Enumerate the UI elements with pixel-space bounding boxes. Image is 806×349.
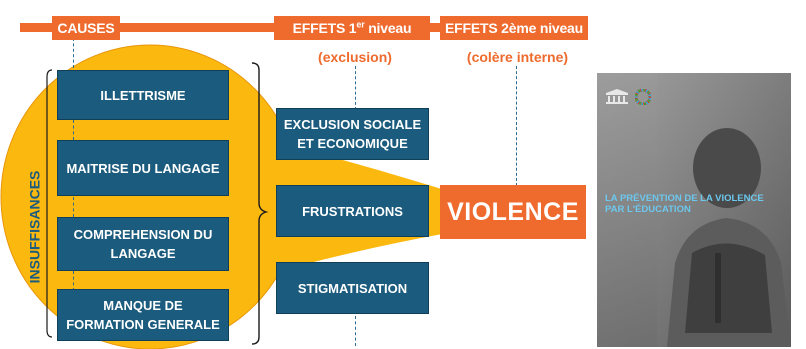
effets1-guide-line	[355, 66, 356, 110]
effect-stigmatisation: STIGMATISATION	[276, 262, 429, 314]
cause-illettrisme: ILLETTRISME	[57, 70, 229, 120]
causes-guide-mid2	[73, 197, 74, 217]
brace-right	[251, 62, 269, 345]
causes-guide-mid3	[73, 271, 74, 291]
effets1-guide-bottom	[355, 316, 356, 346]
effect-violence: VIOLENCE	[440, 185, 586, 239]
book-title: LA PRÉVENTION DE LA VIOLENCE PAR L'ÉDUCA…	[605, 193, 764, 215]
effect-exclusion-sociale: EXCLUSION SOCIALE ET ECONOMIQUE	[276, 108, 429, 160]
causes-guide-line	[73, 38, 74, 68]
causes-tag: CAUSES	[52, 16, 120, 40]
effets2-subtitle: (colère interne)	[466, 49, 569, 65]
cause-maitrise-langage: MAITRISE DU LANGAGE	[57, 140, 229, 196]
causes-guide-mid	[73, 120, 74, 140]
brace-left	[46, 69, 53, 338]
effets1-tag-label: EFFETS 1	[292, 20, 357, 36]
insuffisances-label: INSUFFISANCES	[24, 171, 44, 284]
effets1-subtitle: (exclusion)	[318, 49, 392, 65]
effets1-tag-suffix: niveau	[364, 20, 412, 36]
insuffisances-text: INSUFFISANCES	[26, 170, 43, 284]
sdg-wheel-icon	[635, 89, 651, 105]
cause-manque-formation: MANQUE DE FORMATION GENERALE	[57, 289, 229, 341]
book-cover: LA PRÉVENTION DE LA VIOLENCE PAR L'ÉDUCA…	[597, 73, 791, 347]
effets1-tag-sup: er	[356, 19, 365, 30]
effets1-tag: EFFETS 1er niveau	[274, 16, 430, 40]
effect-frustrations: FRUSTRATIONS	[276, 185, 429, 237]
cause-comprehension-langage: COMPREHENSION DU LANGAGE	[57, 217, 229, 271]
unesco-logo	[606, 89, 628, 104]
effets2-tag: EFFETS 2ème niveau	[440, 16, 588, 40]
effets2-guide-line	[516, 66, 517, 186]
book-cover-photo	[597, 73, 791, 347]
